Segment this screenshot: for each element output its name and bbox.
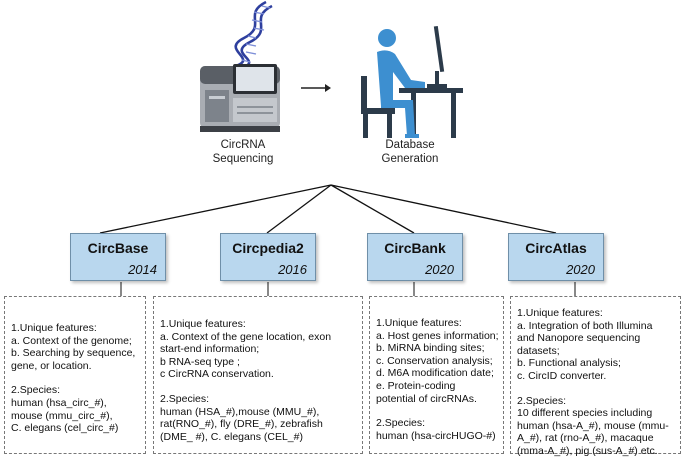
feature-item: b. MiRNA binding sites; [376,342,485,355]
connector-circpedia2 [266,184,332,234]
connector-circatlas [330,184,557,234]
feature-item: c CircRNA conservation. [160,368,274,381]
species-item: mouse (mmu_circ_#), [11,409,113,422]
connector-circbank [330,184,415,234]
database-year: 2020 [425,262,454,277]
info-panel-circatlas: 1.Unique features: a. Integration of bot… [510,296,681,457]
species-item: rat(RNO_#), fly (DRE_#), zebrafish [160,418,323,431]
info-panel-circbase: 1.Unique features: a. Context of the gen… [4,296,146,454]
info-panel-circpedia2: 1.Unique features: a. Context of the gen… [153,296,363,454]
species-item: human (hsa-circHUGO-#) [376,429,496,442]
generation-caption-line2: Generation [381,153,439,165]
database-year: 2014 [128,262,157,277]
feature-item: c. CircID converter. [517,369,607,382]
feature-item: b RNA-seq type ; [160,355,240,368]
database-box-circatlas: CircAtlas 2020 [508,233,604,281]
feature-item: a. Integration of both Illumina [517,319,653,332]
feature-item: gene, or location. [11,359,92,372]
generation-caption-line1: Database [385,139,435,151]
feature-item: start-end information; [160,343,260,356]
species-item: human (hsa_circ_#), [11,396,107,409]
database-box-circbase: CircBase 2014 [70,233,166,281]
database-name: Circpedia2 [232,240,304,256]
species-item: human (HSA_#),mouse (MMU_#), [160,405,320,418]
species-item: (DME_ #), C. elegans (CEL_#) [160,430,303,443]
generation-caption: Database Generation [355,138,465,166]
person-at-computer-icon [361,25,463,138]
species-item: 10 different species including [517,407,653,420]
database-name: CircAtlas [525,240,587,256]
features-title: 1.Unique features: [160,318,246,330]
database-box-circpedia2: Circpedia2 2016 [220,233,316,281]
feature-item: a. Host genes information; [376,329,499,342]
species-item: C. elegans (cel_circ_#) [11,422,119,435]
sequencing-caption-line1: CircRNA [220,139,266,151]
species-title: 2.Species: [160,392,210,405]
info-panel-circbank: 1.Unique features: a. Host genes informa… [369,296,504,454]
database-name: CircBase [87,240,149,256]
database-year: 2016 [278,262,307,277]
feature-item: and Nanopore sequencing [517,332,641,345]
arrow-right-icon [301,84,331,92]
species-item: human (hsa-A_#), mouse (mmu- [517,419,669,432]
sequencing-caption-line2: Sequencing [212,153,274,165]
feature-item: c. Conservation analysis; [376,354,493,367]
feature-item: b. Searching by sequence, [11,347,136,360]
feature-item: a. Context of the genome; [11,334,132,347]
species-item: A_#), rat (rno-A_#), macaque [517,432,654,445]
feature-item: e. Protein-coding [376,379,456,392]
sequencer-machine-icon [200,64,280,132]
species-item: (mma-A_#), pig (sus-A_#) etc. [517,444,658,457]
feature-item: d. M6A modification date; [376,367,494,380]
feature-item: datasets; [517,344,560,357]
feature-item: a. Context of the gene location, exon [160,330,332,343]
connector-circbase [99,184,332,234]
species-title: 2.Species: [517,394,567,407]
database-year: 2020 [566,262,595,277]
species-title: 2.Species: [11,384,61,397]
features-title: 1.Unique features: [11,322,97,334]
dna-helix-icon [234,0,273,68]
database-name: CircBank [384,240,446,256]
feature-item: potential of circRNAs. [376,392,477,405]
database-box-circbank: CircBank 2020 [367,233,463,281]
features-title: 1.Unique features: [517,307,603,319]
sequencing-caption: CircRNA Sequencing [188,138,298,166]
species-title: 2.Species: [376,417,426,430]
features-title: 1.Unique features: [376,317,462,329]
feature-item: b. Functional analysis; [517,357,621,370]
